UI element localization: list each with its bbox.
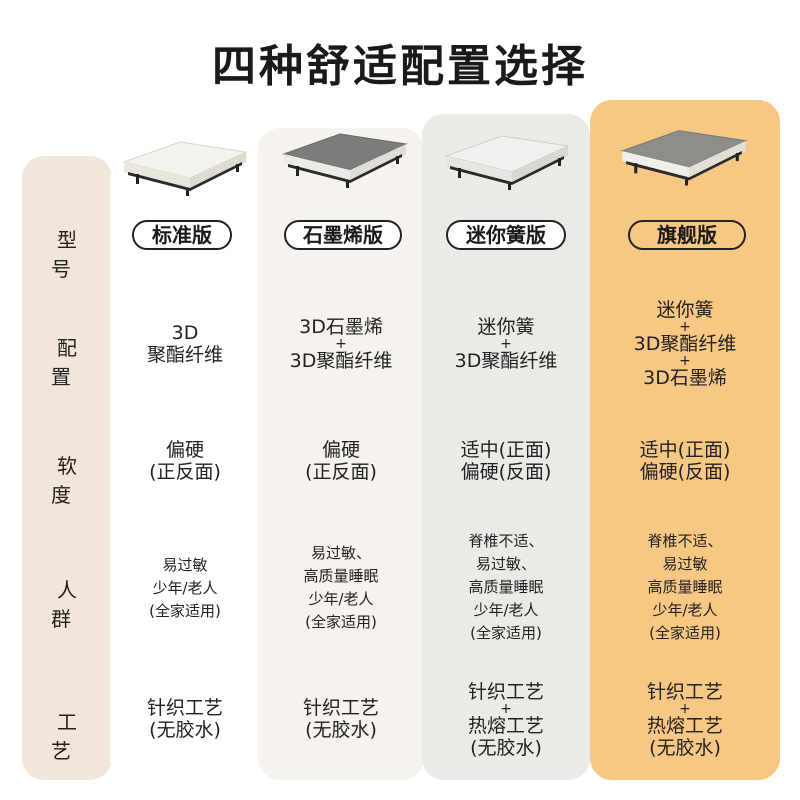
mattress-graphene-image — [282, 133, 408, 188]
plus-sign: + — [500, 336, 512, 352]
model-name-flagship: 旗舰版 — [628, 220, 746, 250]
people-line: 易过敏、 — [475, 554, 536, 573]
people-line: 易过敏、 — [310, 544, 371, 562]
craft-line: 针织工艺 — [302, 697, 379, 719]
mattress-standard-image — [122, 141, 248, 196]
config-line: 3D石墨烯 — [299, 316, 383, 338]
config-line: 3D — [171, 322, 199, 344]
craft-line: (无胶水) — [305, 719, 377, 741]
row-label-model: 型 号 — [51, 228, 89, 281]
people-line: (全家适用) — [149, 601, 221, 620]
softness-standard: 偏硬 (正反面) — [110, 426, 260, 496]
craft-spring: 针织工艺 + 热熔工艺 (无胶水) — [422, 672, 590, 768]
plus-sign: + — [679, 319, 691, 335]
people-line: 少年/老人 — [152, 578, 218, 597]
craft-line: 针织工艺 — [467, 681, 544, 703]
row-label-config: 配 置 — [51, 336, 89, 389]
plus-sign: + — [335, 336, 347, 352]
config-line: 聚酯纤维 — [146, 344, 223, 366]
people-line: 高质量睡眠 — [468, 577, 544, 596]
config-line: 迷你簧 — [477, 316, 535, 338]
craft-line: (无胶水) — [649, 737, 721, 759]
craft-line: 针织工艺 — [146, 697, 223, 719]
softness-line: (正反面) — [305, 461, 377, 483]
page-title: 四种舒适配置选择 — [212, 41, 588, 92]
people-standard: 易过敏 少年/老人 (全家适用) — [110, 548, 260, 628]
softness-line: (正反面) — [149, 461, 221, 483]
people-line: 高质量睡眠 — [303, 567, 379, 585]
softness-spring: 适中(正面) 偏硬(反面) — [422, 426, 590, 496]
plus-sign: + — [679, 353, 691, 369]
craft-line: 热熔工艺 — [467, 715, 544, 737]
craft-standard: 针织工艺 (无胶水) — [110, 684, 260, 754]
people-line: 少年/老人 — [473, 600, 539, 619]
softness-line: 偏硬(反面) — [639, 461, 731, 483]
mattress-spring-image — [444, 135, 570, 190]
config-line: 3D聚酯纤维 — [633, 333, 737, 355]
config-line: 迷你簧 — [656, 299, 714, 321]
config-standard: 3D 聚酯纤维 — [110, 304, 260, 384]
column-flagship-bg — [590, 100, 780, 780]
people-line: 易过敏 — [162, 555, 208, 574]
softness-line: 偏硬 — [165, 439, 204, 461]
config-flagship: 迷你簧 + 3D聚酯纤维 + 3D石墨烯 — [590, 284, 780, 404]
people-line: 脊椎不适、 — [468, 531, 544, 550]
craft-line: (无胶水) — [149, 719, 221, 741]
people-line: 少年/老人 — [652, 600, 718, 619]
config-spring: 迷你簧 + 3D聚酯纤维 — [422, 304, 590, 384]
people-line: 高质量睡眠 — [647, 577, 723, 596]
model-name-graphene: 石墨烯版 — [284, 220, 402, 250]
model-name-standard: 标准版 — [132, 220, 232, 250]
craft-line: 针织工艺 — [646, 681, 723, 703]
row-label-column — [22, 156, 112, 780]
softness-line: 偏硬(反面) — [460, 461, 552, 483]
plus-sign: + — [500, 701, 512, 717]
softness-line: 偏硬 — [321, 439, 360, 461]
row-label-softness: 软 度 — [51, 454, 89, 507]
craft-flagship: 针织工艺 + 热熔工艺 (无胶水) — [590, 672, 780, 768]
softness-line: 适中(正面) — [460, 439, 552, 461]
model-name-spring: 迷你簧版 — [446, 220, 566, 250]
config-graphene: 3D石墨烯 + 3D聚酯纤维 — [258, 304, 424, 384]
people-line: 少年/老人 — [308, 590, 374, 608]
people-graphene: 易过敏、 高质量睡眠 少年/老人 (全家适用) — [258, 538, 424, 638]
people-flagship: 脊椎不适、 易过敏 高质量睡眠 少年/老人 (全家适用) — [590, 522, 780, 652]
people-spring: 脊椎不适、 易过敏、 高质量睡眠 少年/老人 (全家适用) — [422, 522, 590, 652]
row-label-craft: 工 艺 — [51, 710, 89, 763]
craft-line: 热熔工艺 — [646, 715, 723, 737]
people-line: (全家适用) — [470, 623, 542, 642]
people-line: 脊椎不适、 — [647, 531, 723, 550]
config-line: 3D聚酯纤维 — [289, 350, 393, 372]
people-line: (全家适用) — [649, 623, 721, 642]
softness-flagship: 适中(正面) 偏硬(反面) — [590, 426, 780, 496]
softness-graphene: 偏硬 (正反面) — [258, 426, 424, 496]
people-line: (全家适用) — [305, 613, 377, 631]
plus-sign: + — [679, 701, 691, 717]
softness-line: 适中(正面) — [639, 439, 731, 461]
config-line: 3D石墨烯 — [643, 367, 727, 389]
mattress-flagship-image — [620, 130, 748, 186]
config-line: 3D聚酯纤维 — [454, 350, 558, 372]
craft-graphene: 针织工艺 (无胶水) — [258, 684, 424, 754]
row-label-people: 人 群 — [51, 578, 89, 631]
column-standard-bg — [110, 158, 260, 780]
craft-line: (无胶水) — [470, 737, 542, 759]
people-line: 易过敏 — [662, 554, 708, 573]
